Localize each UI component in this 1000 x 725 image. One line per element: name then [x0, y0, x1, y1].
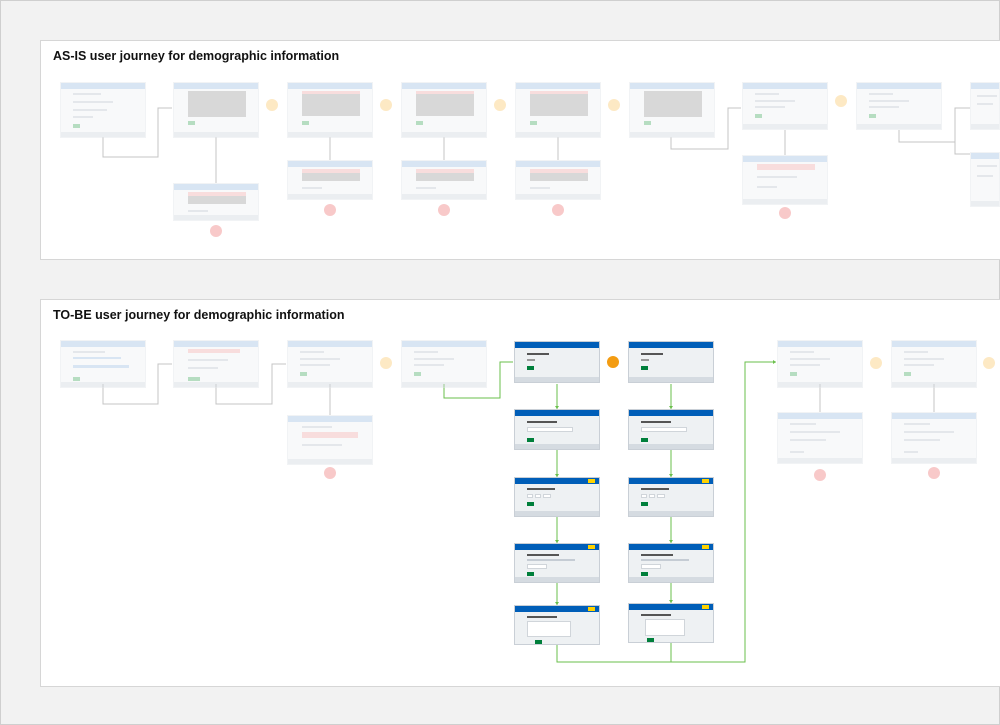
- asis-error-screen-4: [515, 160, 601, 200]
- note-marker[interactable]: [266, 99, 278, 111]
- tobe-screen-2: [173, 340, 259, 388]
- note-marker[interactable]: [607, 356, 619, 368]
- asis-screen-9: [970, 82, 1000, 130]
- asis-error-screen-2: [287, 160, 373, 200]
- note-marker[interactable]: [835, 95, 847, 107]
- tobe-active-screen-2: [514, 409, 600, 450]
- asis-screen-2: [173, 82, 259, 138]
- note-marker[interactable]: [779, 207, 791, 219]
- asis-screen-8: [856, 82, 942, 130]
- asis-screen-7: [742, 82, 828, 130]
- tobe-active-screen-5: [514, 605, 600, 645]
- asis-screen-10: [970, 152, 1000, 207]
- tobe-screen-5: [777, 340, 863, 388]
- note-marker[interactable]: [210, 225, 222, 237]
- tobe-active-screen-6: [628, 341, 714, 383]
- note-marker[interactable]: [608, 99, 620, 111]
- note-marker[interactable]: [380, 357, 392, 369]
- asis-screen-1: [60, 82, 146, 138]
- tobe-active-screen-7: [628, 409, 714, 450]
- tobe-title: TO-BE user journey for demographic infor…: [53, 308, 345, 322]
- note-marker[interactable]: [814, 469, 826, 481]
- tobe-active-screen-10: [628, 603, 714, 643]
- tobe-active-screen-8: [628, 477, 714, 517]
- note-marker[interactable]: [983, 357, 995, 369]
- tobe-screen-8: [891, 412, 977, 464]
- tobe-active-screen-4: [514, 543, 600, 583]
- tobe-active-screen-9: [628, 543, 714, 583]
- note-marker[interactable]: [324, 204, 336, 216]
- tobe-active-screen-1: [514, 341, 600, 383]
- note-marker[interactable]: [438, 204, 450, 216]
- asis-screen-6: [629, 82, 715, 138]
- asis-title: AS-IS user journey for demographic infor…: [53, 49, 340, 63]
- tobe-error-screen-1: [287, 415, 373, 465]
- asis-error-screen-1: [173, 183, 259, 221]
- asis-screen-5: [515, 82, 601, 138]
- note-marker[interactable]: [380, 99, 392, 111]
- tobe-active-screen-3: [514, 477, 600, 517]
- asis-error-screen-5: [742, 155, 828, 205]
- tobe-screen-1: [60, 340, 146, 388]
- note-marker[interactable]: [552, 204, 564, 216]
- tobe-screen-3: [287, 340, 373, 388]
- asis-error-screen-3: [401, 160, 487, 200]
- tobe-screen-6: [891, 340, 977, 388]
- asis-panel: AS-IS user journey for demographic infor…: [40, 40, 1000, 260]
- asis-screen-3: [287, 82, 373, 138]
- note-marker[interactable]: [494, 99, 506, 111]
- note-marker[interactable]: [928, 467, 940, 479]
- tobe-screen-4: [401, 340, 487, 388]
- note-marker[interactable]: [324, 467, 336, 479]
- asis-screen-4: [401, 82, 487, 138]
- note-marker[interactable]: [870, 357, 882, 369]
- tobe-screen-7: [777, 412, 863, 464]
